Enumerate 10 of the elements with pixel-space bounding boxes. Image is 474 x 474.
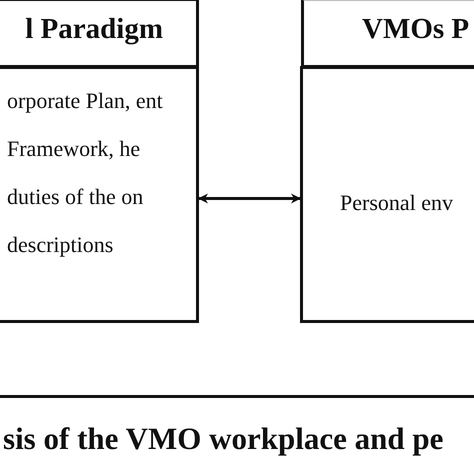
- body-text: Personal env: [340, 189, 454, 217]
- header-box: [301, 0, 474, 68]
- heading-text: sis of the VMO workplace and pe: [3, 421, 444, 457]
- content-box: [0, 66, 199, 323]
- heading-text: l Paradigm: [24, 13, 163, 46]
- header-box: [0, 0, 199, 68]
- heading-text: VMOs P: [362, 13, 470, 46]
- content-box: [300, 66, 474, 323]
- body-text: orporate Plan, ent Framework, he duties of the on descriptions: [7, 87, 164, 259]
- double-arrow: [198, 194, 301, 204]
